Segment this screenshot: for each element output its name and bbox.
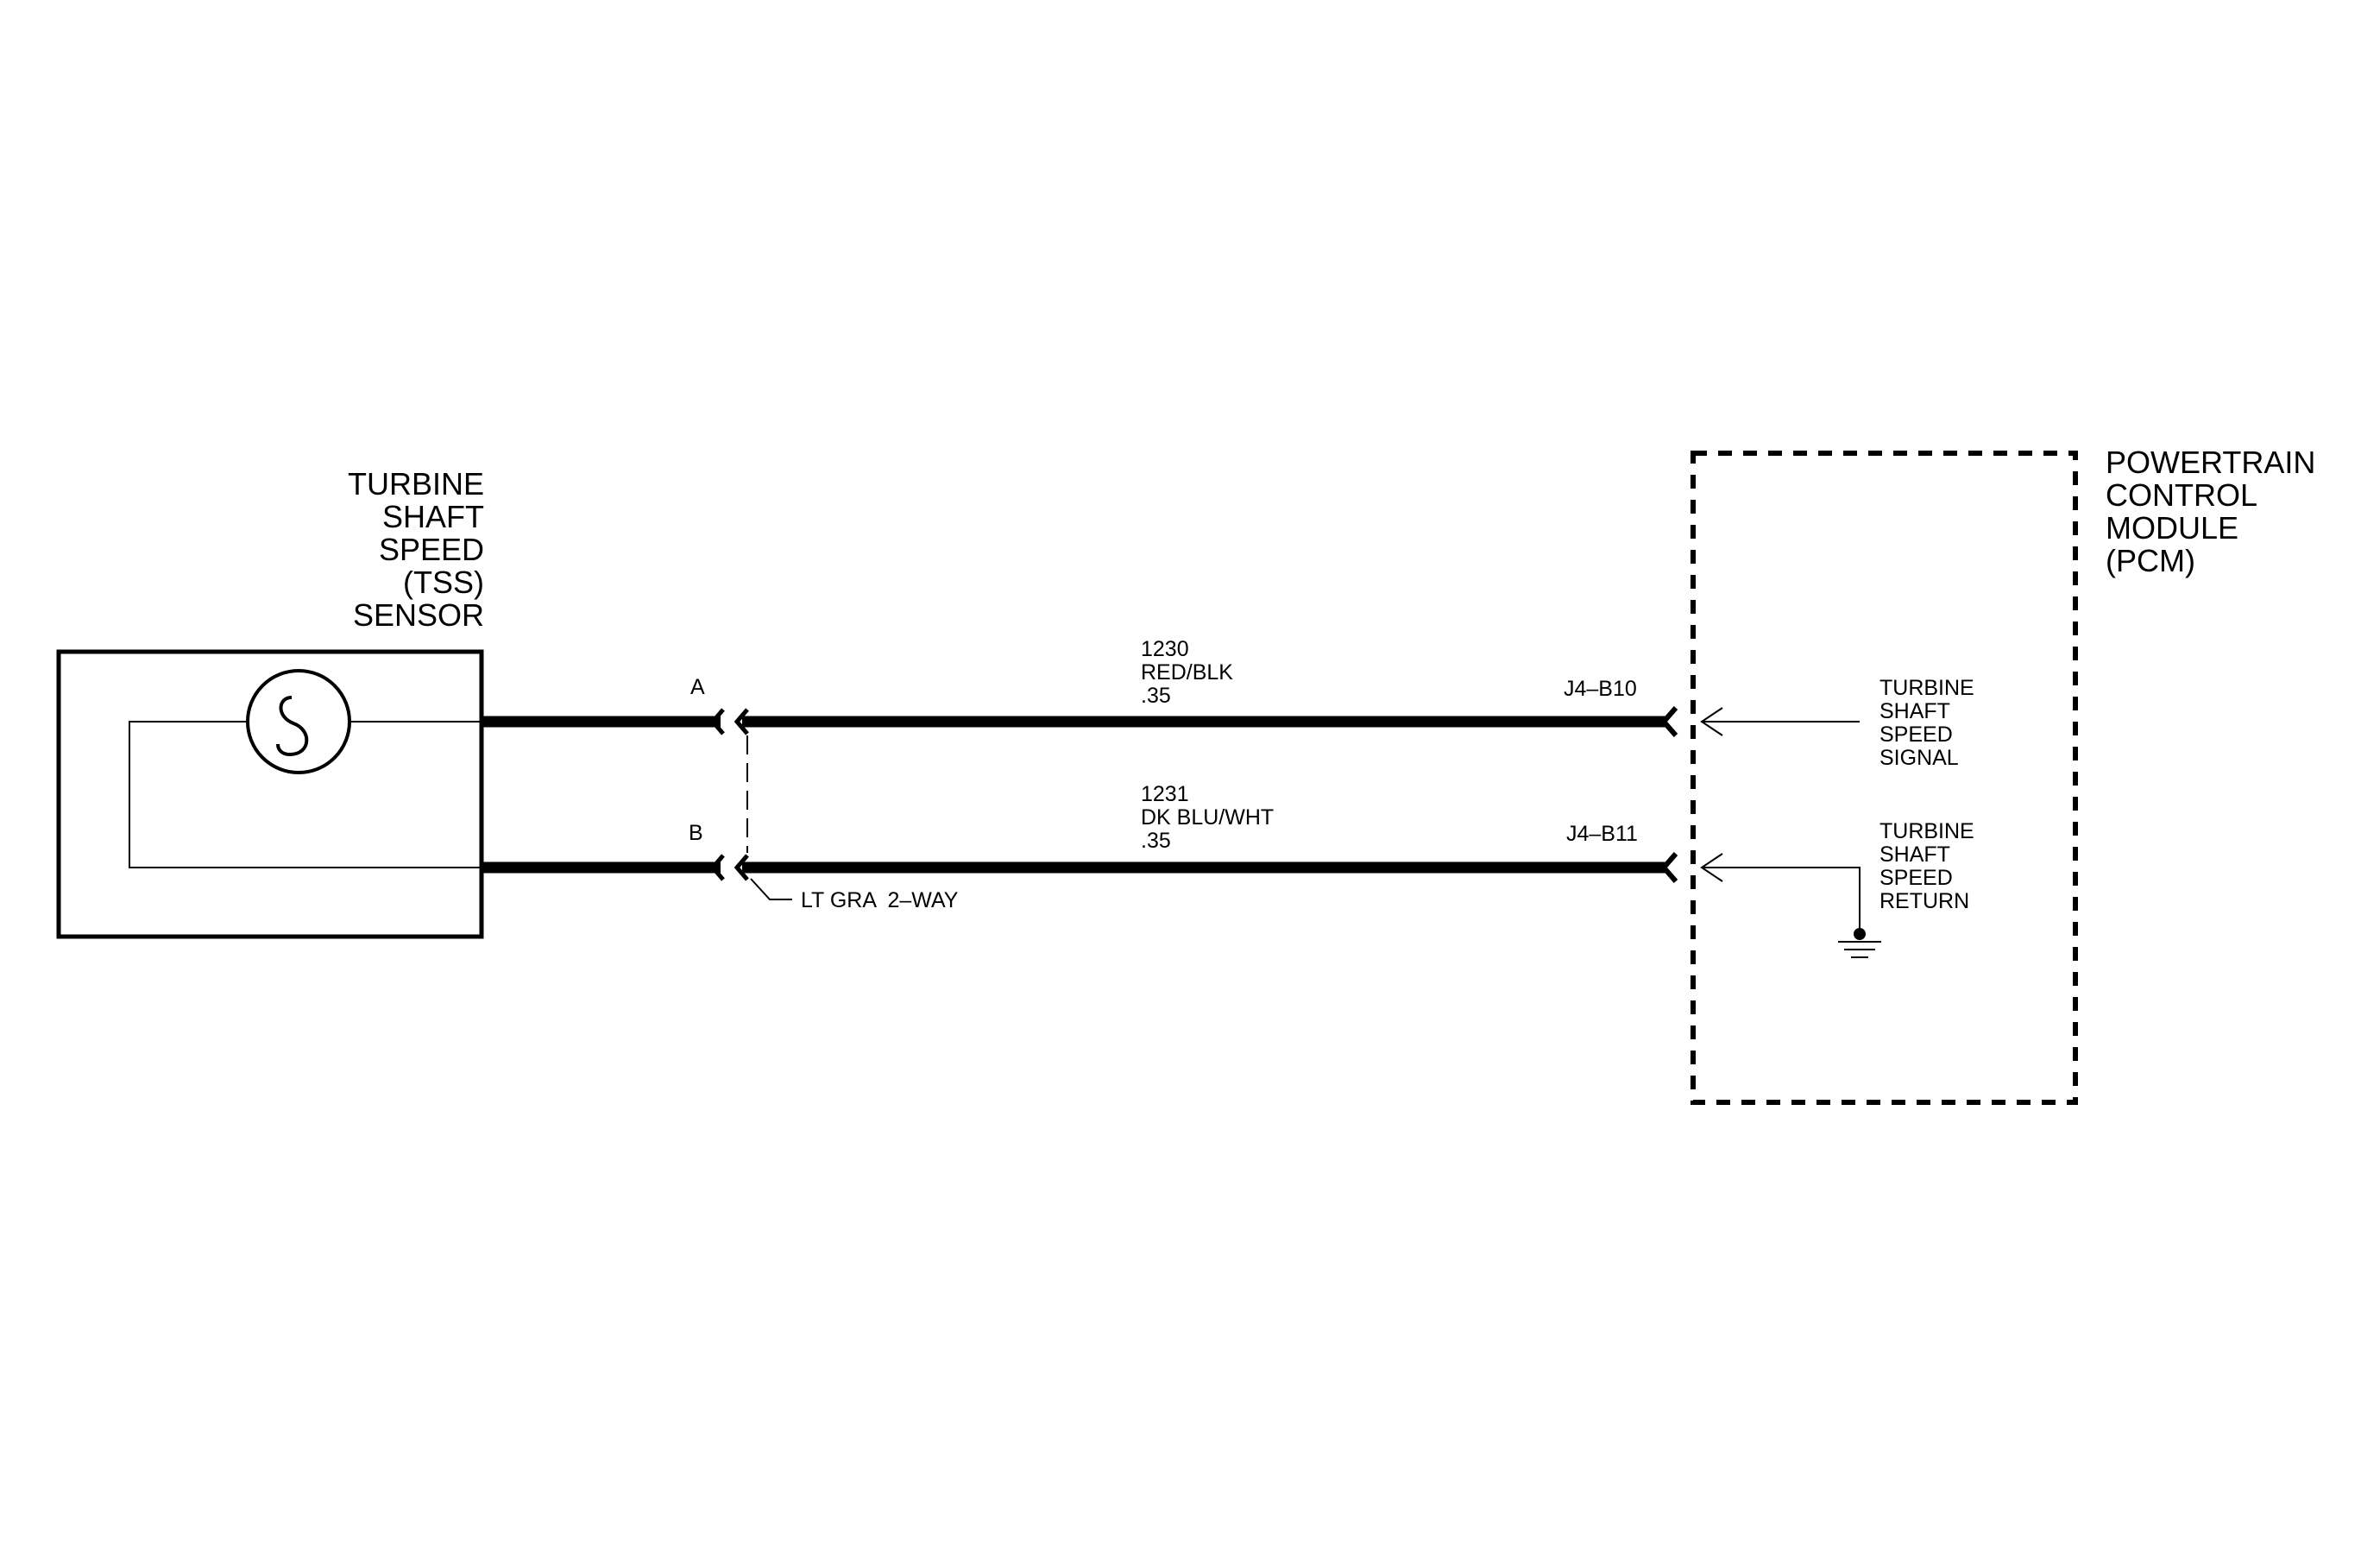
ac-generator-icon (246, 669, 351, 774)
pin-a-label: A (690, 675, 705, 699)
terminal-b10-label: J4–B10 (1564, 677, 1637, 701)
pcm-signal-arrowhead (1700, 707, 1723, 736)
module-title: POWERTRAIN CONTROL MODULE (PCM) (2106, 445, 2316, 578)
sine-wave-icon (276, 696, 309, 757)
pcm-terminal-chevron-b11 (1660, 852, 1678, 883)
pcm-return-function-label: TURBINE SHAFT SPEED RETURN (1879, 819, 1974, 913)
tss-sensor-box (56, 649, 484, 939)
connector-chevron-b-female (709, 854, 725, 881)
connector-label: LT GRA 2–WAY (801, 888, 959, 912)
circuit-1230-label: 1230 RED/BLK .35 (1141, 637, 1233, 708)
pcm-return-line (1702, 867, 1861, 934)
pcm-signal-function-label: TURBINE SHAFT SPEED SIGNAL (1879, 676, 1974, 770)
sensor-title: TURBINE SHAFT SPEED (TSS) SENSOR (347, 466, 484, 633)
connector-chevron-a-male (734, 708, 749, 735)
connector-chevron-a-female (709, 708, 725, 735)
terminal-b11-label: J4–B11 (1566, 822, 1638, 846)
connector-label-leader (750, 878, 792, 900)
circuit-1231-label: 1231 DK BLU/WHT .35 (1141, 782, 1275, 853)
pin-b-label: B (689, 821, 703, 845)
sensor-internal-wiring (129, 721, 482, 868)
pcm-module-outline (1691, 451, 2078, 1105)
pcm-terminal-chevron-b10 (1660, 706, 1678, 737)
connector-chevron-b-male (734, 854, 749, 881)
ground-node-dot (1854, 928, 1866, 940)
pcm-return-arrowhead (1700, 853, 1723, 882)
